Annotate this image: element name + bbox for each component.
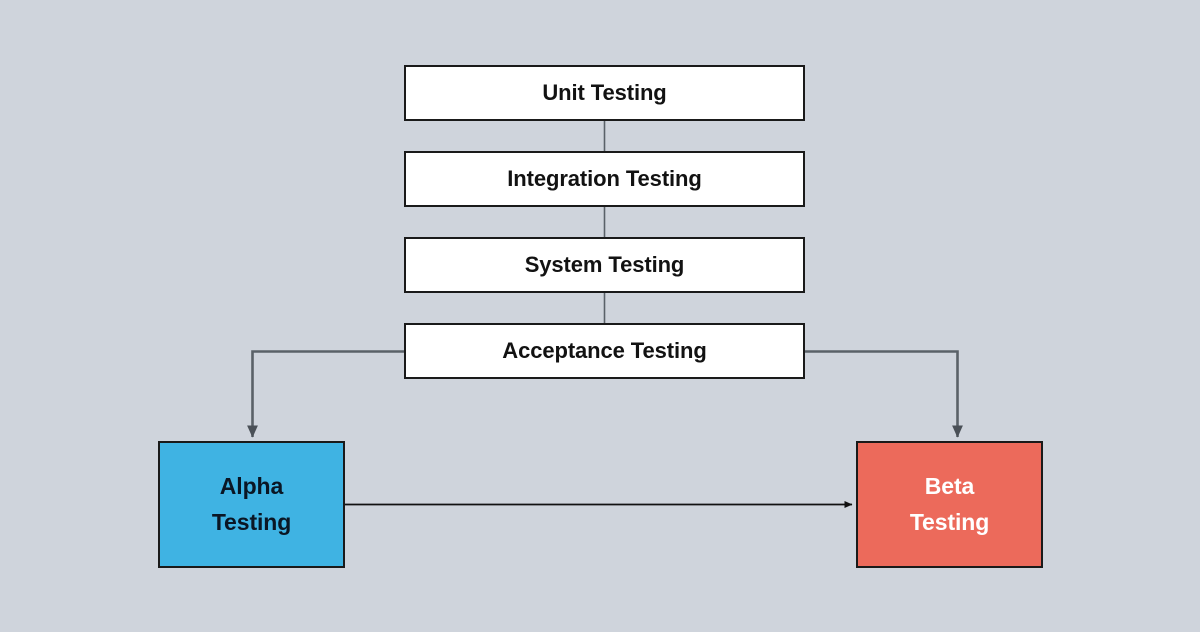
node-integration-testing[interactable]: Integration Testing: [404, 151, 805, 207]
node-alpha-testing-label-line1: Alpha: [219, 472, 284, 499]
node-beta-testing-label-line1: Beta: [924, 472, 975, 499]
node-integration-testing-label: Integration Testing: [507, 166, 702, 191]
node-alpha-testing-label-line2: Testing: [211, 508, 292, 535]
node-acceptance-testing[interactable]: Acceptance Testing: [404, 323, 805, 379]
node-alpha-testing[interactable]: Alpha Testing: [158, 441, 345, 568]
edge-acceptance-to-alpha: [247, 350, 404, 438]
node-beta-testing-label: Beta Testing: [858, 469, 1041, 540]
node-system-testing-label: System Testing: [524, 252, 685, 277]
node-unit-testing-label: Unit Testing: [542, 80, 667, 105]
edge-acceptance-to-beta: [805, 350, 963, 438]
node-unit-testing[interactable]: Unit Testing: [404, 65, 805, 121]
node-alpha-testing-label: Alpha Testing: [160, 469, 343, 540]
node-beta-testing[interactable]: Beta Testing: [856, 441, 1043, 568]
node-acceptance-testing-label: Acceptance Testing: [502, 338, 707, 363]
node-beta-testing-label-line2: Testing: [909, 508, 990, 535]
node-system-testing[interactable]: System Testing: [404, 237, 805, 293]
